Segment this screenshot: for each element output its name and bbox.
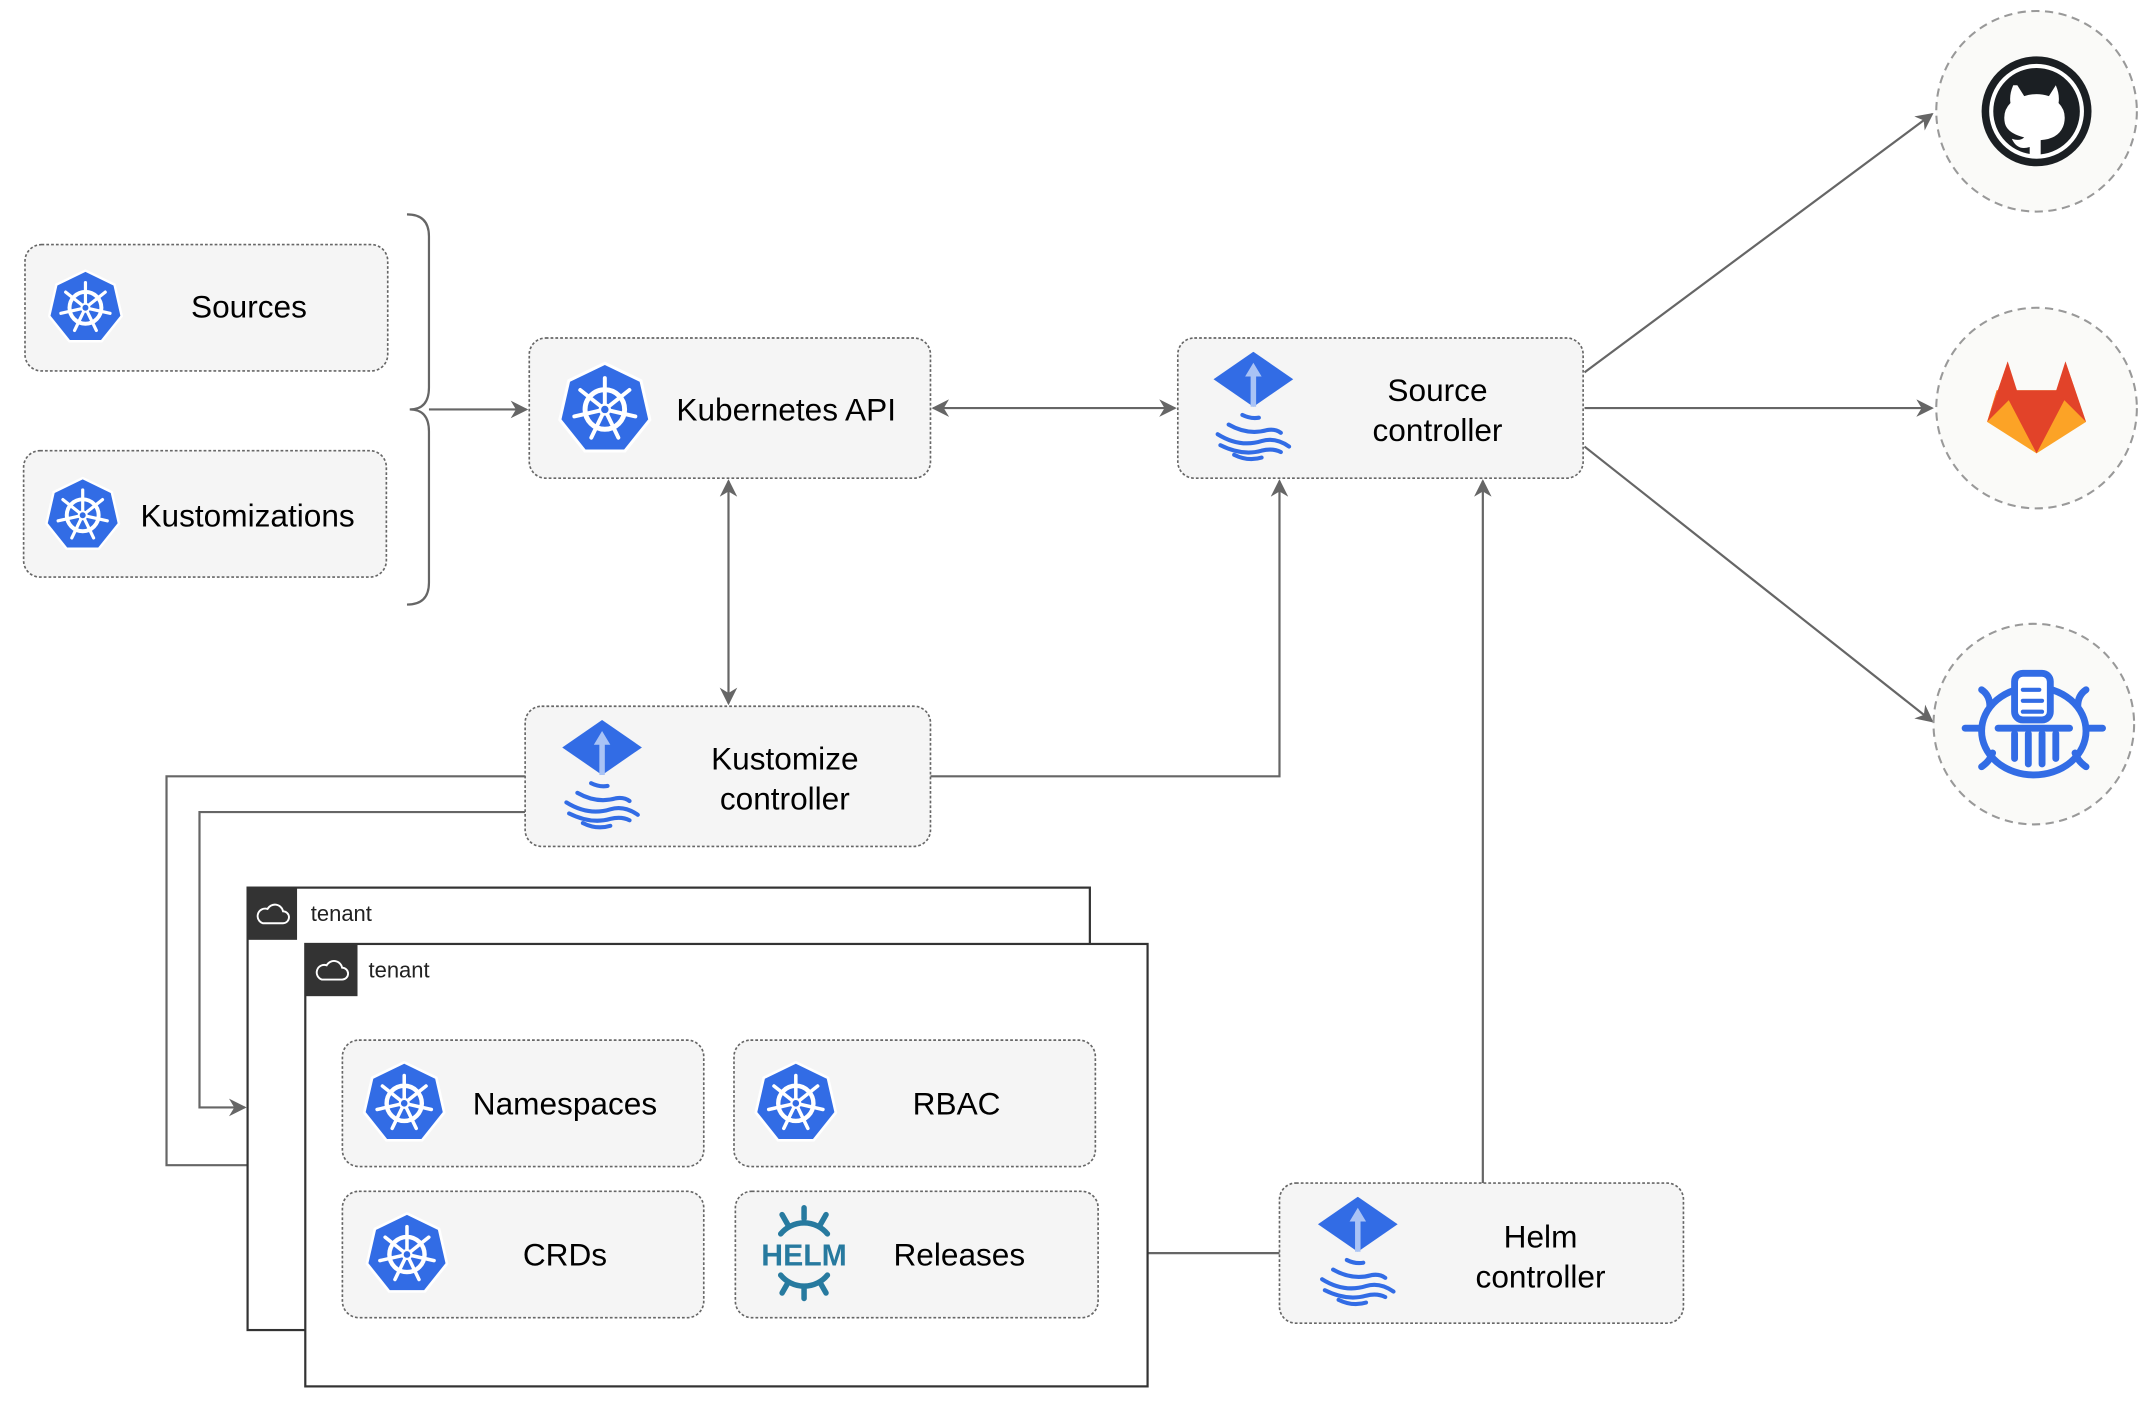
crds-label: CRDs (523, 1236, 607, 1272)
helm-controller-label-line1: Helm (1504, 1219, 1578, 1255)
edges (165, 112, 1934, 1262)
edge-kustomize-to-tenant-1 (198, 810, 526, 1117)
crds-node[interactable]: CRDs (341, 1190, 705, 1319)
edge-kustomize-to-source (930, 479, 1289, 778)
sources-label: Sources (191, 288, 307, 324)
source-controller-label-line1: Source (1387, 372, 1487, 408)
helm-logo-text: HELM (761, 1239, 847, 1272)
tenant-label: tenant (311, 901, 372, 926)
edge-source-to-github (1583, 112, 1934, 374)
releases-node[interactable]: HELM Releases (734, 1190, 1099, 1319)
releases-label: Releases (893, 1236, 1025, 1272)
kustomize-controller-label-line1: Kustomize (711, 740, 858, 776)
resources-brace (406, 213, 431, 606)
github-icon (1981, 56, 2092, 167)
edge-kustomize-to-tenant-2 (165, 775, 526, 1174)
bucket-source[interactable] (1932, 622, 2136, 826)
helm-icon: HELM (761, 1205, 847, 1302)
bucket-icon (1961, 669, 2106, 779)
namespaces-node[interactable]: Namespaces (341, 1039, 705, 1168)
helm-controller-label-line2: controller (1476, 1258, 1606, 1294)
tenant-label: tenant (369, 958, 430, 983)
namespaces-label: Namespaces (473, 1085, 657, 1121)
sources-node[interactable]: Sources (24, 243, 389, 372)
edge-source-to-bucket (1583, 445, 1934, 723)
rbac-node[interactable]: RBAC (733, 1039, 1097, 1168)
kustomize-controller-label-line2: controller (720, 780, 850, 816)
kustomizations-label: Kustomizations (140, 497, 354, 533)
kubernetes-api-label: Kubernetes API (676, 391, 896, 427)
source-controller-node[interactable]: Source controller (1176, 337, 1584, 479)
gitlab-source[interactable] (1935, 306, 2138, 510)
rbac-label: RBAC (913, 1085, 1001, 1121)
github-source[interactable] (1935, 9, 2138, 213)
source-controller-label-line2: controller (1373, 412, 1503, 448)
kustomizations-node[interactable]: Kustomizations (22, 449, 388, 578)
tenant-group-front[interactable]: tenant Namespaces RBAC CRDs (304, 942, 1149, 1388)
kustomize-controller-node[interactable]: Kustomize controller (524, 705, 932, 848)
helm-controller-node[interactable]: Helm controller (1278, 1182, 1685, 1325)
kubernetes-api-node[interactable]: Kubernetes API (528, 337, 932, 479)
gitlab-icon (1987, 361, 2087, 454)
